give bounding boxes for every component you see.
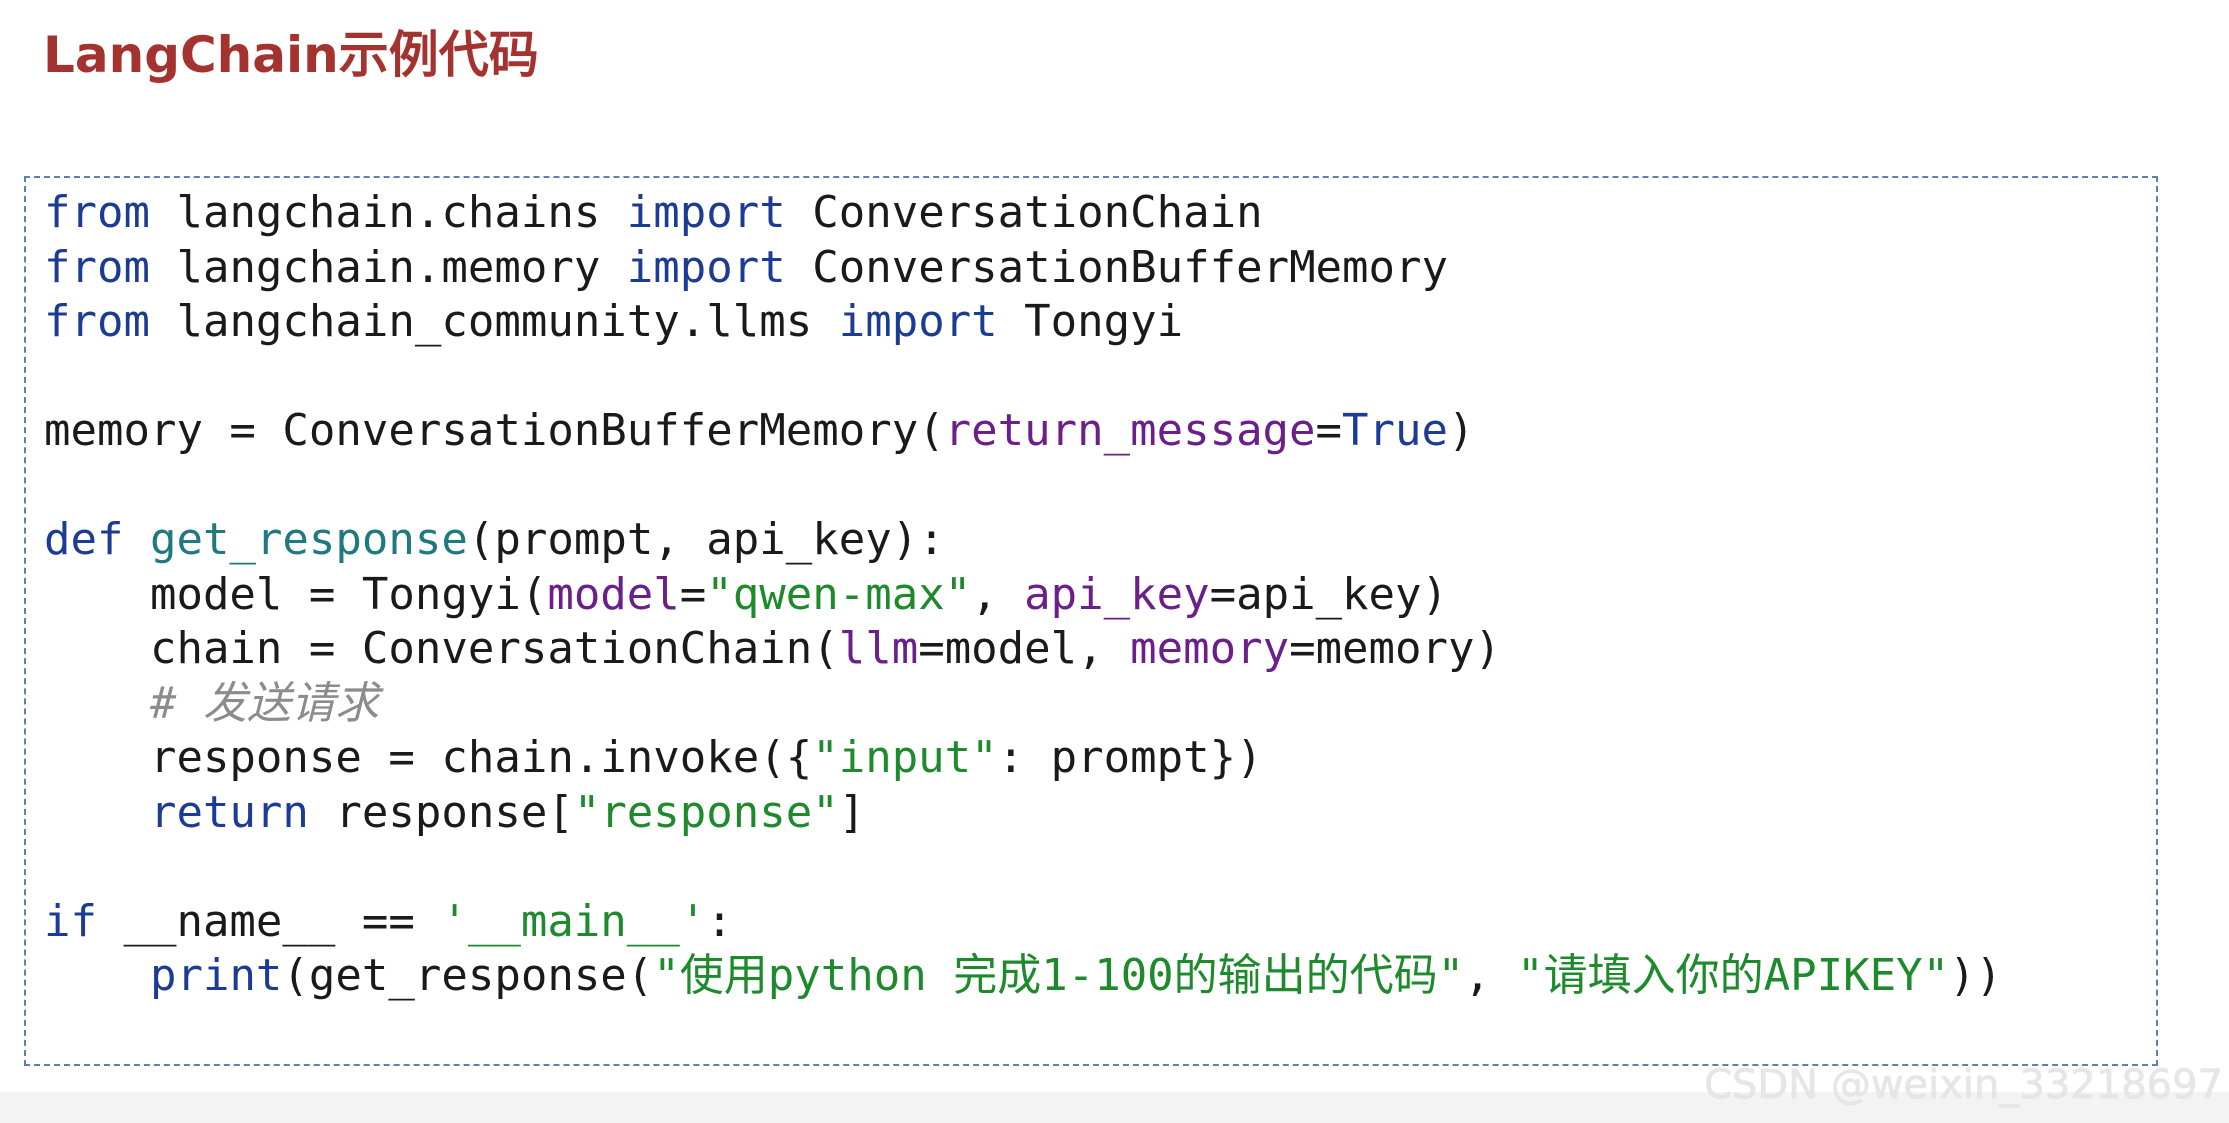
code-token: import (838, 296, 998, 347)
code-token: __name__ == (96, 895, 442, 947)
code-line: def get_response(prompt, api_key): (44, 513, 2002, 568)
code-token: =api_key) (1209, 568, 1449, 620)
code-token: response[ (308, 786, 574, 838)
code-line (44, 459, 2002, 514)
code-token (44, 950, 150, 1001)
code-token: import (626, 241, 786, 293)
code-token: ) (1448, 405, 1475, 456)
code-line: chain = ConversationChain(llm=model, mem… (44, 622, 2002, 677)
code-token: "使用python 完成1-100的输出的代码" (653, 950, 1465, 1001)
code-line: # 发送请求 (44, 677, 2002, 732)
code-token: get_response (149, 514, 468, 565)
code-token: (get_response( (282, 950, 654, 1001)
code-token: memory (1130, 623, 1290, 674)
code-token: , (971, 568, 1025, 620)
code-token: langchain_community.llms (149, 296, 839, 347)
code-token: memory = ConversationBufferMemory( (44, 405, 945, 456)
code-token: from (44, 241, 150, 293)
watermark: CSDN @weixin_33218697 (1704, 1062, 2223, 1108)
code-token: ConversationChain (785, 187, 1263, 238)
code-token: : (706, 895, 733, 947)
code-line: from langchain_community.llms import Ton… (44, 295, 2002, 350)
code-token (44, 678, 150, 729)
code-line: print(get_response("使用python 完成1-100的输出的… (44, 949, 2002, 1004)
code-token: (prompt, api_key): (467, 514, 945, 565)
code-line: model = Tongyi(model="qwen-max", api_key… (44, 568, 2002, 623)
code-line: memory = ConversationBufferMemory(return… (44, 404, 2002, 459)
code-token: chain = ConversationChain( (44, 623, 839, 674)
code-token: ] (838, 786, 866, 838)
code-block: from langchain.chains import Conversatio… (44, 186, 2002, 1004)
code-token: llm (838, 623, 919, 674)
code-line: if __name__ == '__main__': (44, 895, 2002, 950)
code-token: model (547, 568, 680, 620)
code-token: model = Tongyi( (44, 568, 548, 620)
code-token: : prompt}) (997, 732, 1263, 783)
code-token: '__main__' (441, 895, 707, 947)
code-token: "response" (573, 786, 839, 838)
code-token: return (149, 786, 309, 838)
code-token: api_key (1024, 568, 1210, 620)
code-token: "qwen-max" (706, 568, 972, 620)
code-token: langchain.memory (149, 241, 627, 293)
code-token: )) (1949, 950, 2003, 1001)
code-token: = (1315, 405, 1343, 456)
code-token: return_message (944, 405, 1316, 456)
code-token: ConversationBufferMemory (785, 241, 1449, 293)
code-token: import (626, 187, 786, 238)
code-token: "请填入你的APIKEY" (1517, 950, 1950, 1001)
code-line: response = chain.invoke({"input": prompt… (44, 731, 2002, 786)
code-token: Tongyi (997, 296, 1184, 347)
code-token (44, 787, 150, 838)
code-line: from langchain.memory import Conversatio… (44, 241, 2002, 296)
code-token: # 发送请求 (149, 677, 379, 729)
code-line: from langchain.chains import Conversatio… (44, 186, 2002, 241)
code-token: def (44, 514, 124, 565)
code-token: from (44, 296, 150, 347)
code-line: return response["response"] (44, 786, 2002, 841)
code-token: =memory) (1289, 623, 1501, 674)
bottom-band (0, 1092, 2229, 1123)
code-token: langchain.chains (149, 187, 627, 238)
code-line (44, 840, 2002, 895)
code-token: , (1464, 950, 1518, 1001)
code-token: if (44, 895, 97, 947)
code-token: True (1342, 405, 1449, 456)
slide-title: LangChain示例代码 (43, 26, 539, 84)
code-box (24, 176, 2158, 1066)
code-token: print (149, 950, 283, 1001)
code-token (123, 514, 150, 565)
code-token: response = chain.invoke({ (44, 732, 813, 783)
code-token: from (44, 187, 150, 238)
code-token: "input" (812, 732, 998, 783)
code-token: = (679, 568, 707, 620)
code-token: =model, (918, 623, 1131, 674)
code-line (44, 350, 2002, 405)
